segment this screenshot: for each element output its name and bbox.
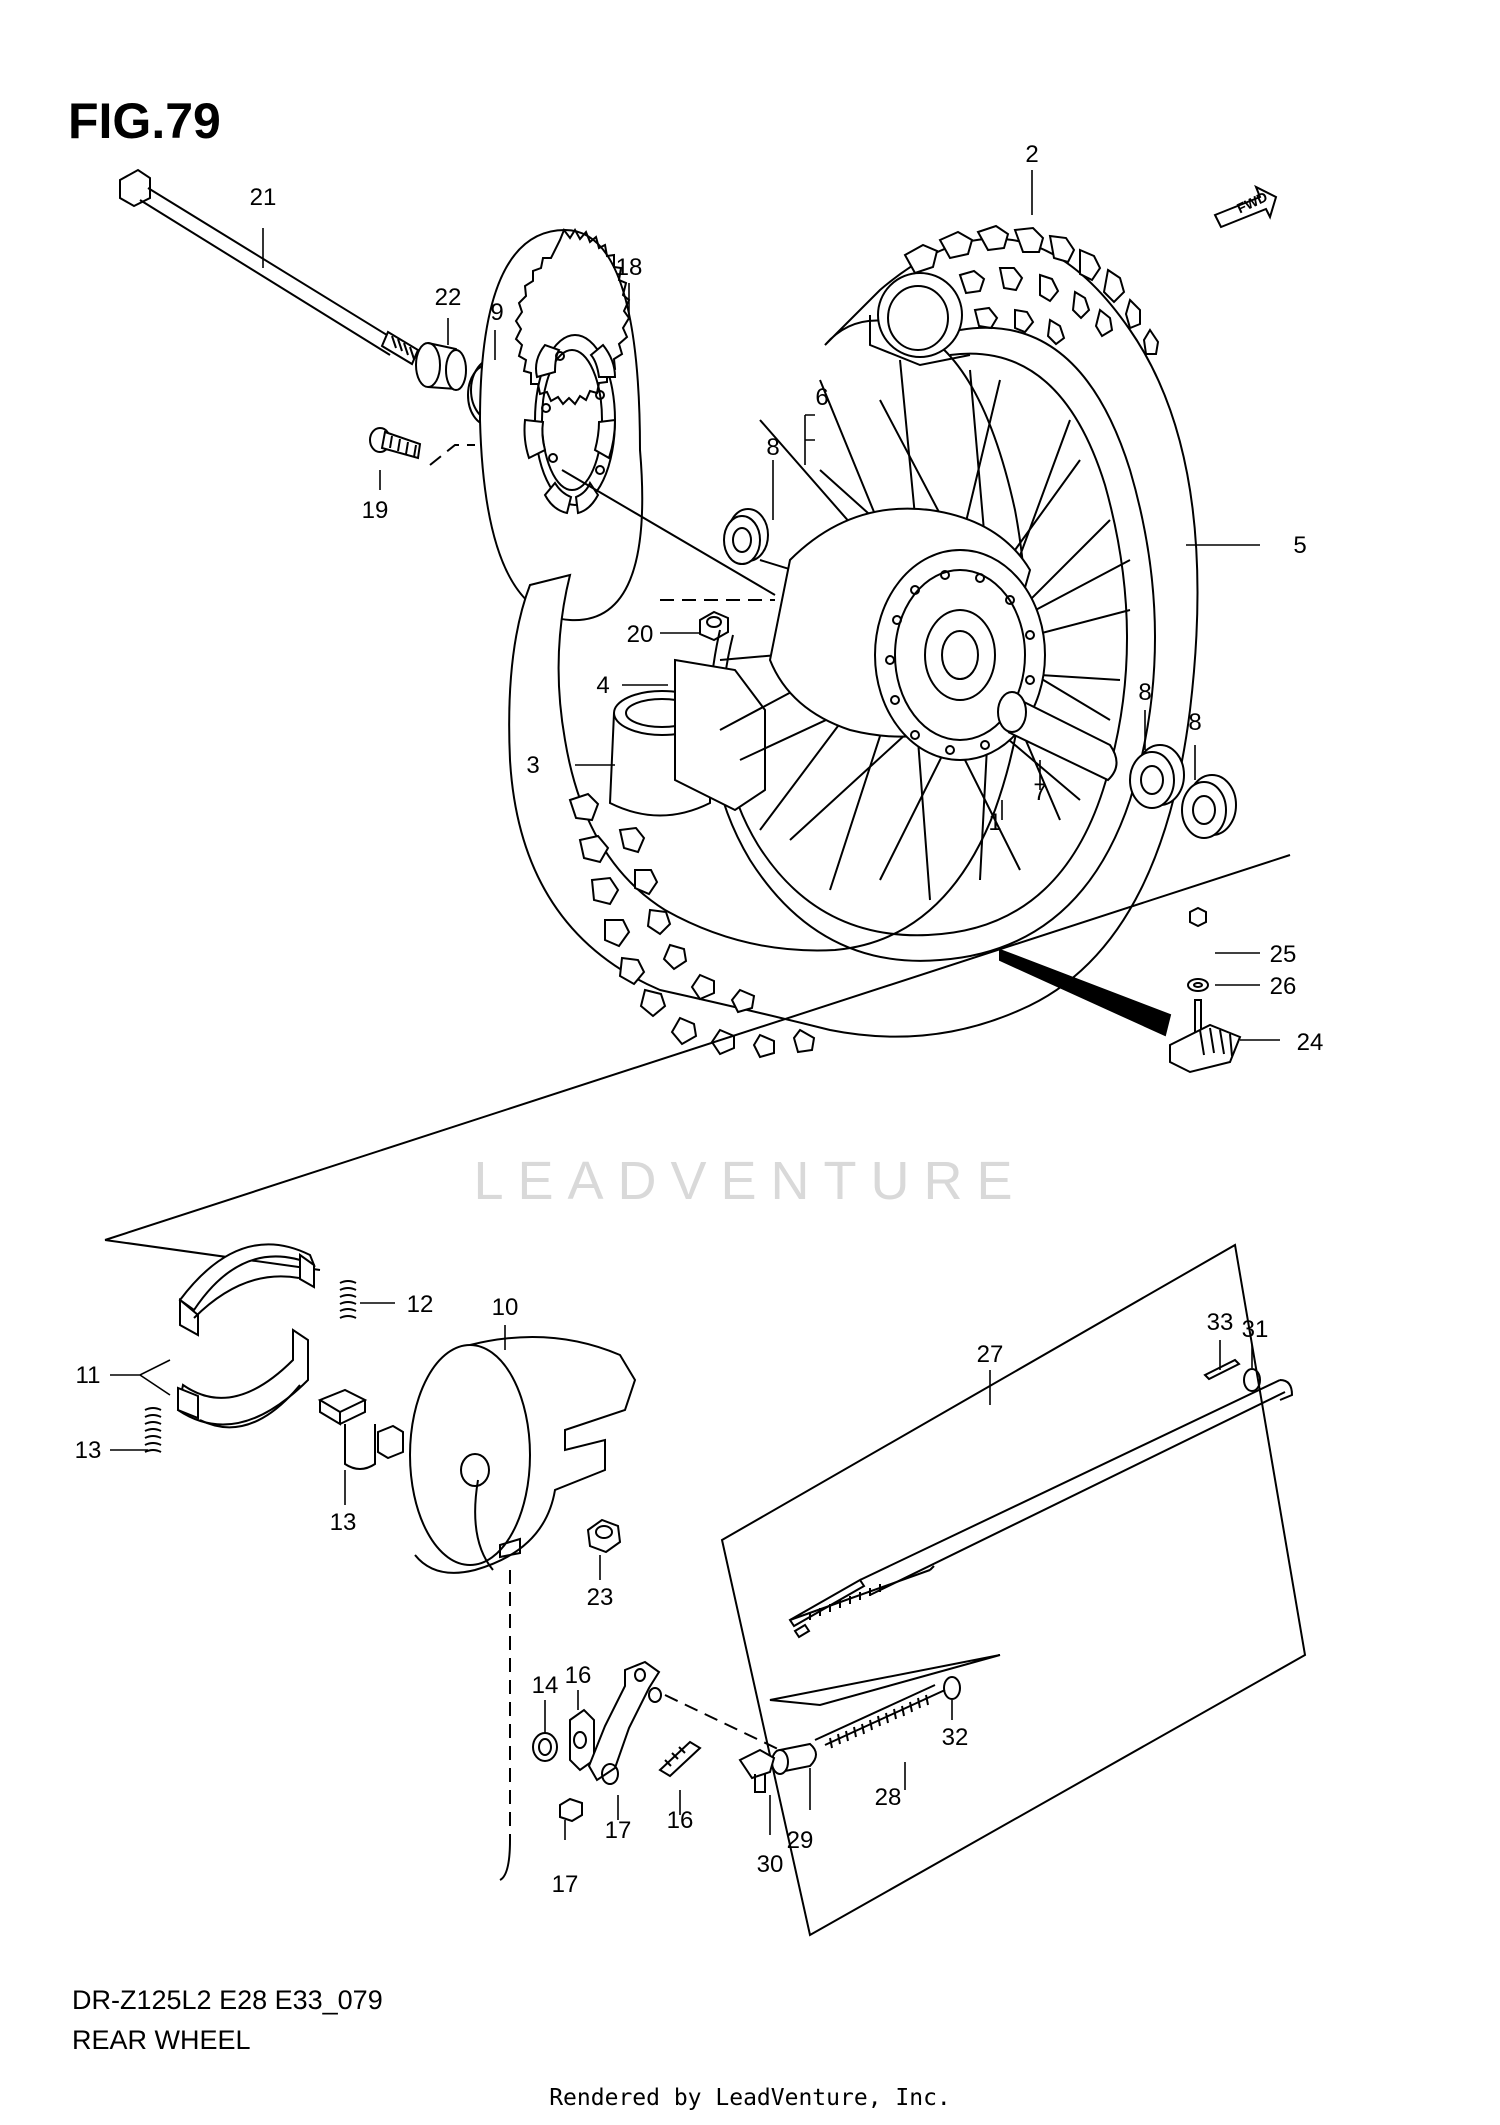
callout-11: 10 [492,1294,519,1321]
brake-panel-drawing [409,1336,637,1881]
projection-lines [104,854,1291,1271]
brake-lever-drawing [532,1660,781,1823]
callout-7: 7 [1033,779,1046,806]
callout-21: 19 [362,497,389,524]
fig-title: FIG.79 [68,93,221,149]
hub-drawing [768,507,1118,782]
callout-12: 11 [76,1362,101,1389]
fwd-arrow-icon [1213,184,1278,229]
callout-9: 8 [766,434,779,461]
callout-18: 16 [667,1807,694,1834]
tire-drawing [508,224,1199,1059]
callout-1: 1 [988,809,1001,836]
callout-8a: 8 [1138,679,1151,706]
footer-credit: Rendered by LeadVenture, Inc. [549,2085,951,2111]
spring-13-drawing [144,1280,357,1453]
callout-15: 14 [532,1672,559,1699]
callout-17: 17 [605,1817,632,1844]
diagram-subtitle: REAR WHEEL [72,2025,251,2055]
bearing-9-drawing [723,508,769,565]
callout-19: 17 [552,1871,579,1898]
callout-29: 27 [977,1341,1004,1368]
callout-20: 18 [616,254,643,281]
brake-shoes-drawing [176,1243,316,1429]
callout-10: 9 [490,299,503,326]
callout-4: 4 [596,672,609,699]
nut-25-drawing [586,1518,622,1554]
callout-23: 21 [250,184,277,211]
callout-27: 25 [1270,941,1297,968]
rimband-4-drawing [674,658,766,812]
callout-2: 2 [1025,141,1038,168]
valve-drawing [1169,906,1242,1074]
watermark: LEADVENTURE [473,1151,1027,1211]
nut-22-drawing [699,610,729,642]
callout-3: 3 [526,752,539,779]
callout-31: 29 [787,1827,814,1854]
callout-8b: 8 [1188,709,1201,736]
brake-rod-box [720,1243,1307,1937]
axle-drawing [119,168,420,366]
sprocket-bolt-drawing [369,427,475,466]
callout-30: 28 [875,1784,902,1811]
camshaft-drawing [317,1388,404,1470]
callout-14: 13 [330,1509,357,1536]
callout-33: 31 [1242,1316,1269,1343]
callout-25: 23 [587,1584,614,1611]
callout-26: 24 [1297,1029,1324,1056]
callout-5: 5 [1293,532,1306,559]
callout-28: 26 [1270,973,1297,1000]
callout-32: 30 [757,1851,784,1878]
callout-6: 6 [815,384,828,411]
collar-drawing [415,342,467,391]
callout-24: 22 [435,284,462,311]
sprocket-drawing [478,227,776,622]
callout-22: 20 [627,621,654,648]
bearing-8-drawing [1129,744,1237,839]
leader-lines [110,170,1280,1840]
callout-35: 33 [1207,1309,1234,1336]
rim-drawing [709,326,1156,962]
callout-13b: 13 [75,1437,102,1464]
callout-34: 32 [942,1724,969,1751]
callout-16: 16 [565,1662,592,1689]
callout-13a: 12 [407,1291,434,1318]
model-code: DR-Z125L2 E28 E33_079 [72,1985,383,2015]
